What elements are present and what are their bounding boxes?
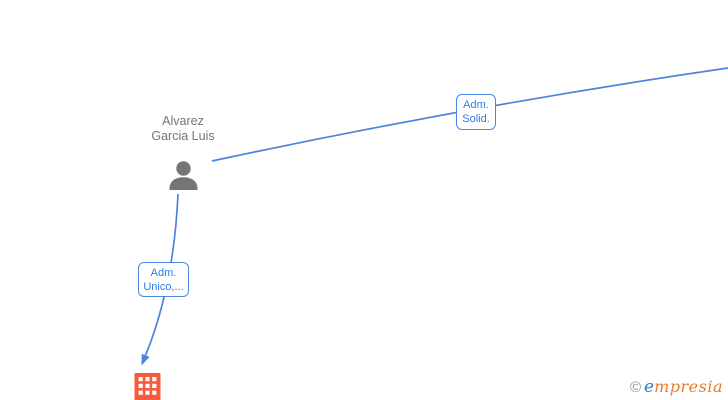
edge-label-adm-unico[interactable]: Adm. Unico,... [138,262,189,297]
edge-arrowhead-icon [141,353,150,366]
copyright-icon: © [629,379,642,396]
person-name-line1: Alvarez [162,114,204,128]
edge-label-adm-unico-line1: Adm. [150,266,177,279]
watermark-brand-initial: e [644,377,655,397]
watermark-brand-rest: mpresia [654,377,723,396]
edge-label-adm-unico-line2: Unico,... [143,281,184,293]
person-node-label[interactable]: Alvarez Garcia Luis [123,114,243,143]
edge-label-adm-solid-line1: Adm. [463,98,489,111]
edge-label-adm-solid[interactable]: Adm. Solid. [456,94,496,130]
edge-label-adm-solid-line2: Solid. [462,113,490,125]
person-name-line2: Garcia Luis [151,128,215,143]
empresia-watermark: ©empresia [630,377,723,397]
building-icon[interactable] [134,373,161,400]
person-icon[interactable] [169,161,198,190]
